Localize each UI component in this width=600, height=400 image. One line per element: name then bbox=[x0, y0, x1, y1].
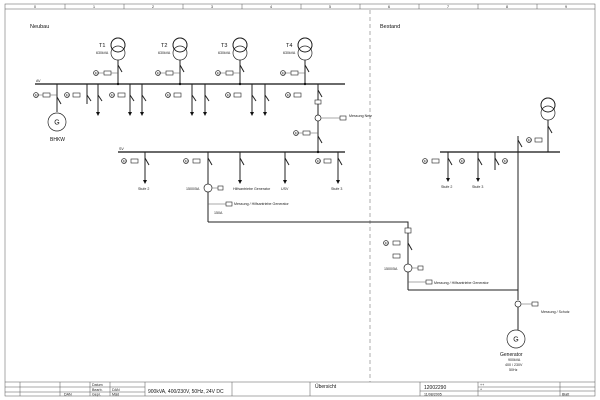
section-label-bestand: Bestand bbox=[380, 24, 400, 30]
measurement-hilfsantriebe-right-label: Messung / Hilfsantriebe Generator bbox=[434, 281, 490, 285]
svg-text:M: M bbox=[66, 93, 69, 97]
svg-text:M: M bbox=[504, 159, 507, 163]
column-number: 5 bbox=[329, 5, 331, 9]
cable-label: 150A bbox=[214, 211, 223, 215]
transformer-name: T2 bbox=[161, 43, 167, 49]
transformer-t3[interactable]: T3 630kVA bbox=[218, 37, 248, 84]
ct-label-right: 1500/5A bbox=[384, 267, 398, 271]
svg-text:M: M bbox=[95, 71, 98, 75]
svg-text:M: M bbox=[35, 93, 38, 97]
svg-text:M: M bbox=[167, 93, 170, 97]
svg-text:M: M bbox=[111, 93, 114, 97]
drawing-title: Übersicht bbox=[315, 383, 337, 390]
title-row-label: Bearb. bbox=[92, 388, 103, 392]
column-number: 0 bbox=[34, 5, 36, 9]
section-label-neubau: Neubau bbox=[30, 24, 49, 30]
column-number: 8 bbox=[506, 5, 508, 9]
transformer-controls: M M M M bbox=[93, 70, 305, 76]
sv-feeder-usv[interactable]: USV bbox=[281, 152, 290, 191]
bestand-feeder-stufe3[interactable]: M Stufe 3 M bbox=[459, 152, 508, 189]
drawing-frame: 0 1 2 3 4 5 6 7 8 9 bbox=[4, 3, 596, 397]
column-number: 4 bbox=[270, 5, 272, 9]
svg-text:M: M bbox=[185, 159, 188, 163]
sv-feeder-generator-ct[interactable]: M 1500/5A Messung / Hilfsantriebe Genera… bbox=[183, 152, 290, 222]
svg-text:M: M bbox=[157, 71, 160, 75]
transformer-rating: 630kVA bbox=[158, 51, 171, 55]
sheet-label: Blatt bbox=[562, 393, 569, 397]
title-row-value: DAN bbox=[112, 388, 120, 392]
svg-text:M: M bbox=[461, 159, 464, 163]
column-number: 3 bbox=[211, 5, 213, 9]
svg-text:M: M bbox=[317, 159, 320, 163]
generator-symbol: G bbox=[513, 337, 518, 344]
transformer-bestand[interactable]: M bbox=[526, 97, 556, 152]
svg-text:M: M bbox=[385, 241, 388, 245]
transformer-name: T3 bbox=[221, 43, 227, 49]
tie-cable bbox=[208, 221, 409, 236]
measurement-netz-label: Messung Netz bbox=[349, 114, 372, 118]
svg-text:M: M bbox=[123, 159, 126, 163]
generator-label-bhkw: BHKW bbox=[50, 137, 65, 143]
column-number: 6 bbox=[388, 5, 390, 9]
transformer-rating: 630kVA bbox=[283, 51, 296, 55]
title-block: Datum Bearb. Gepr. DAN Mäd DAN 900kVA, 4… bbox=[5, 381, 595, 397]
ct-label-left: 1500/5A bbox=[186, 187, 200, 191]
generator-frequency: 50Hz bbox=[509, 368, 518, 372]
svg-text:++: ++ bbox=[480, 383, 484, 387]
svg-text:M: M bbox=[528, 138, 531, 142]
feeder-label: Stufe 3 bbox=[331, 187, 342, 191]
feeder-label: Stufe 2 bbox=[138, 187, 149, 191]
generator-bhkw[interactable]: G BHKW M M bbox=[33, 84, 81, 143]
transformer-name: T4 bbox=[286, 43, 292, 49]
feeder-label: USV bbox=[281, 187, 289, 191]
column-number: 7 bbox=[447, 5, 449, 9]
generator-incoming[interactable]: M 1500/5A Messung / Hilfsantriebe Genera… bbox=[383, 227, 518, 291]
title-row-value: Mäd bbox=[112, 393, 119, 397]
svg-text:M: M bbox=[227, 93, 230, 97]
title-row-label: Gepr. bbox=[92, 393, 101, 397]
busbar-label-av: AV bbox=[36, 79, 41, 83]
sv-feeder-stufe3[interactable]: M Stufe 3 bbox=[315, 152, 343, 191]
svg-text:M: M bbox=[424, 159, 427, 163]
transformer-t1[interactable]: T1 630kVA bbox=[96, 37, 126, 84]
drawing-date: 11/08/2005 bbox=[424, 393, 442, 397]
transformer-t4[interactable]: T4 630kVA bbox=[283, 37, 313, 84]
column-number: 1 bbox=[93, 5, 95, 9]
svg-text:M: M bbox=[282, 71, 285, 75]
bestand-feeder-stufe2[interactable]: M Stufe 2 bbox=[422, 152, 453, 189]
svg-text:M: M bbox=[287, 93, 290, 97]
svg-text:M: M bbox=[217, 71, 220, 75]
spec-text: 900kVA, 400/230V, 50Hz, 24V DC bbox=[148, 389, 224, 395]
busbar-label-sv: SV bbox=[119, 147, 124, 151]
transformer-rating: 630kVA bbox=[218, 51, 231, 55]
title-row-value: DAN bbox=[64, 393, 72, 397]
transformer-rating: 630kVA bbox=[96, 51, 109, 55]
feeder-label: Hilfsantriebe Generator bbox=[233, 187, 271, 191]
measurement-schutz-label: Messung / Schutz bbox=[541, 310, 570, 314]
svg-text:M: M bbox=[295, 131, 298, 135]
title-row-label: Datum bbox=[92, 383, 103, 387]
svg-text:+: + bbox=[480, 388, 482, 392]
feeder-label: Stufe 2 bbox=[441, 185, 452, 189]
sv-feeder-hilfsantriebe[interactable]: Hilfsantriebe Generator bbox=[233, 152, 271, 191]
generator-main[interactable]: Messung / Schutz G Generator 900kVA 400 … bbox=[500, 300, 570, 372]
column-number: 2 bbox=[152, 5, 154, 9]
generator-symbol: G bbox=[54, 120, 59, 127]
transformer-t2[interactable]: T2 630kVA bbox=[158, 37, 188, 84]
av-bus-feeders: M M M M bbox=[86, 84, 302, 116]
drawing-number: 12002290 bbox=[424, 385, 446, 391]
measurement-hilfsantriebe-left-label: Messung / Hilfsantriebe Generator bbox=[234, 202, 290, 206]
transformer-name: T1 bbox=[99, 43, 105, 49]
column-number: 9 bbox=[565, 5, 567, 9]
coupling-feeder[interactable]: Messung Netz M bbox=[293, 84, 373, 152]
generator-rating: 900kVA bbox=[508, 358, 521, 362]
feeder-label: Stufe 3 bbox=[472, 185, 483, 189]
generator-voltage: 400 / 230V bbox=[505, 363, 523, 367]
generator-label-main: Generator bbox=[500, 352, 523, 358]
sv-feeder-stufe2[interactable]: M Stufe 2 bbox=[121, 152, 150, 191]
